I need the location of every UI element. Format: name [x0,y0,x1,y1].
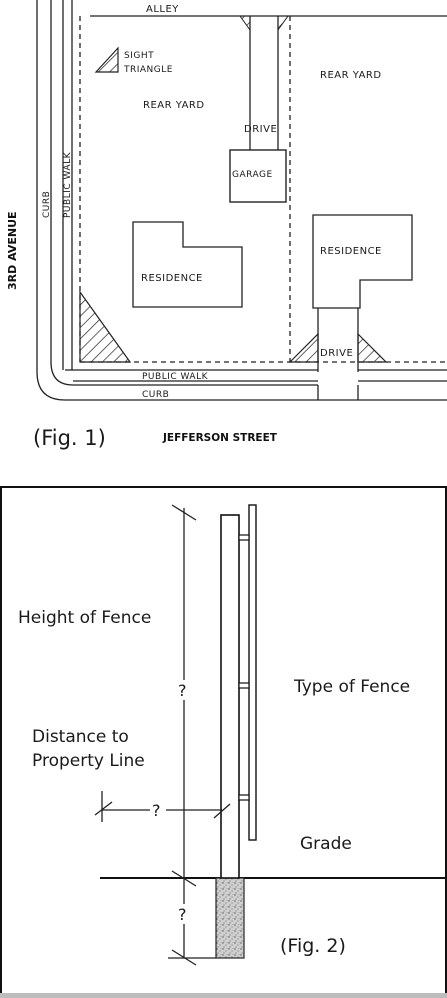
fig1-site-plan: ALLEY SIGHT TRIANGLE REAR YARD REAR YARD… [6,0,447,450]
drive-sight-triangle-left [288,332,319,363]
q-height-bg [176,680,192,700]
curb-horizontal-label: CURB [142,390,169,400]
residence-left-outline [132,221,243,308]
bottom-edge-bar [0,993,447,998]
fence-board [248,504,257,841]
depth-question-mark: ? [178,905,187,924]
fig2-fence-elevation: ? ? ? Height of Fence Type of Fence Dist… [0,486,447,998]
height-of-fence-label: Height of Fence [18,608,151,628]
figure-separator [0,471,447,485]
fence-rail-bottom [238,794,250,801]
garage-label: GARAGE [232,170,273,180]
type-of-fence-label: Type of Fence [293,677,410,697]
distance-label-line2: Property Line [32,751,145,771]
drive-bottom-label: DRIVE [320,348,353,359]
public-walk-vertical-label: PUBLIC WALK [63,151,73,218]
q-distance-bg [150,801,166,819]
height-tick-grade [171,870,197,887]
sight-triangle-label-line1: SIGHT [124,51,154,61]
drive-top-label: DRIVE [244,124,277,135]
curb-vertical-label: CURB [42,191,52,218]
distance-tick-right [213,803,231,819]
height-question-mark: ? [178,681,187,700]
q-depth-bg [176,904,192,924]
height-tick-top [171,504,197,521]
jefferson-street-label: JEFFERSON STREET [162,432,278,444]
distance-tick-left [94,801,113,816]
alley-sight-triangle-left [239,15,251,32]
residence-right-label: RESIDENCE [320,246,382,257]
curb-corner-curve [36,371,66,401]
garage-outline [229,149,287,203]
fence-rail-middle [238,682,250,689]
public-walk-horizontal-label: PUBLIC WALK [142,372,209,382]
rear-yard-right-label: REAR YARD [320,70,382,81]
post-footing [215,877,245,959]
alley-sight-triangle-right [277,15,289,32]
corner-sight-triangle [79,290,132,363]
fig1-caption: (Fig. 1) [33,426,106,450]
residence-left-label: RESIDENCE [141,273,203,284]
fig2-caption: (Fig. 2) [280,935,346,957]
distance-label-line1: Distance to [32,727,129,747]
rear-yard-left-label: REAR YARD [143,100,205,111]
drive-sight-triangle-right [357,332,388,363]
distance-question-mark: ? [152,801,161,820]
alley-label: ALLEY [146,4,179,15]
grade-label: Grade [300,834,352,854]
sight-triangle-legend-icon [94,46,119,73]
fence-rail-top [238,534,250,541]
third-avenue-label: 3RD AVENUE [6,211,19,290]
curb-inner-corner-curve [50,361,74,386]
fence-post [220,514,240,879]
residence-right-outline [312,214,413,309]
sight-triangle-label-line2: TRIANGLE [123,65,173,75]
